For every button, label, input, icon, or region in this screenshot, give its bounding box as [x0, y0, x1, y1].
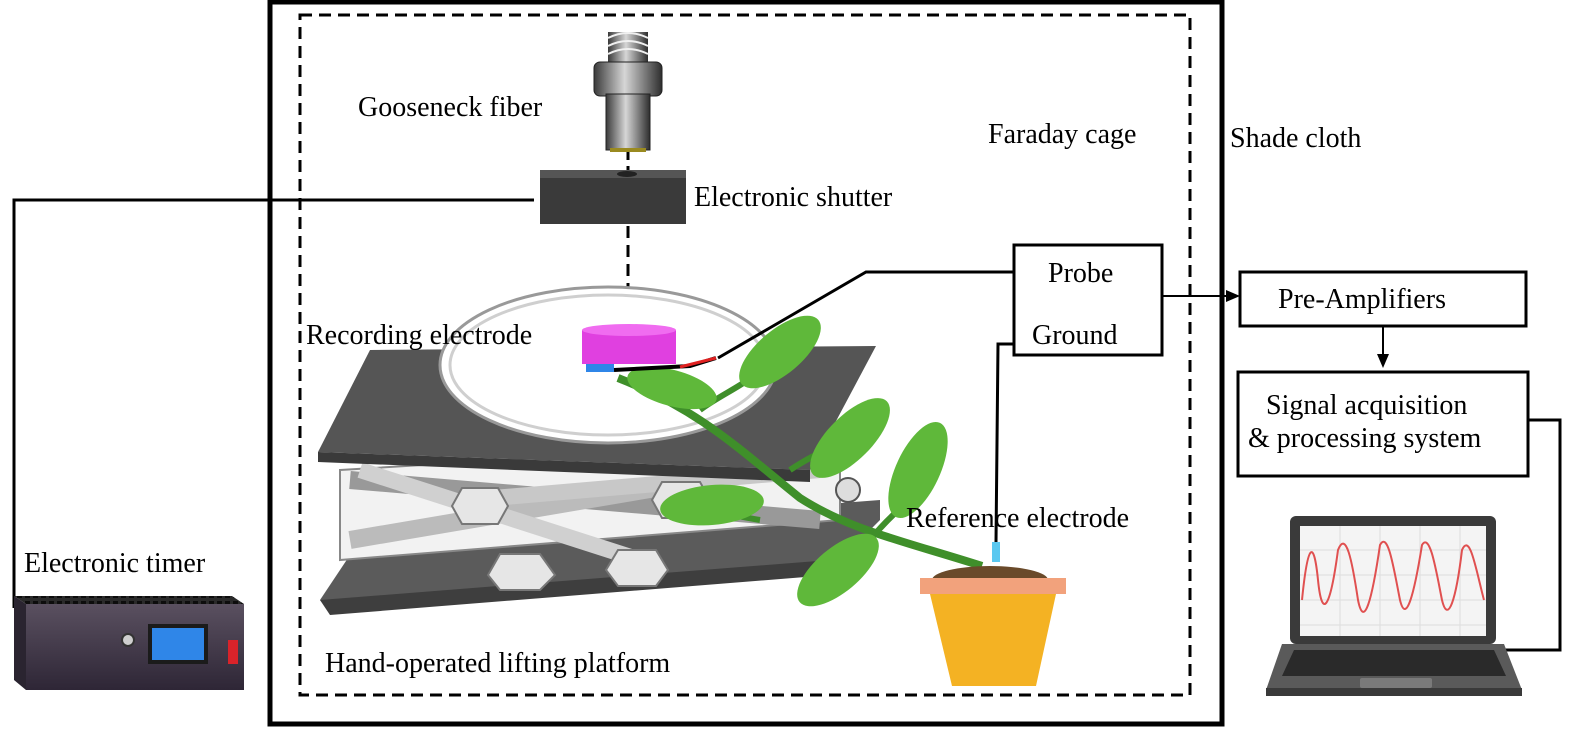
gooseneck-fiber [593, 32, 663, 152]
faraday-cage-label: Faraday cage [988, 119, 1136, 150]
pre-amplifiers-box [1238, 270, 1528, 328]
recording-electrode [582, 324, 676, 372]
plant-pot [920, 566, 1066, 686]
shade-cloth-label: Shade cloth [1230, 123, 1361, 154]
laptop [1266, 516, 1522, 696]
faraday-cage-enclosure [298, 13, 1192, 697]
probe-ground-box [1012, 243, 1164, 357]
ground-wire [994, 342, 1014, 543]
electronic-shutter-label: Electronic shutter [694, 182, 893, 213]
signal-acquisition-label-line2: & processing system [1248, 423, 1482, 454]
recording-electrode-label: Recording electrode [306, 320, 532, 351]
pre-amplifiers-label: Pre-Amplifiers [1278, 284, 1446, 315]
electronic-timer [14, 596, 244, 690]
plant [616, 315, 984, 607]
preamp-to-acquisition-arrowhead [1377, 354, 1389, 368]
shade-cloth-enclosure [267, 0, 1225, 727]
electronic-timer-label: Electronic timer [24, 548, 206, 579]
probe-to-preamp-arrowhead [1226, 290, 1240, 302]
signal-acquisition-box [1236, 370, 1530, 478]
probe-label: Probe [1048, 258, 1113, 289]
probe-wire [717, 270, 1014, 360]
gooseneck-fiber-label: Gooseneck fiber [358, 92, 543, 123]
reference-electrode [992, 542, 1000, 562]
electronic-shutter [540, 170, 686, 224]
lifting-platform-label: Hand-operated lifting platform [325, 648, 670, 679]
signal-acquisition-label-line1: Signal acquisition [1266, 390, 1467, 421]
recording-electrode-lead-red [679, 356, 717, 369]
acquisition-to-laptop-wire [1500, 418, 1562, 652]
laptop-waveform [1301, 541, 1485, 613]
timer-to-shutter-wire [12, 198, 534, 608]
reference-electrode-label: Reference electrode [906, 503, 1129, 534]
ground-label: Ground [1032, 320, 1118, 351]
